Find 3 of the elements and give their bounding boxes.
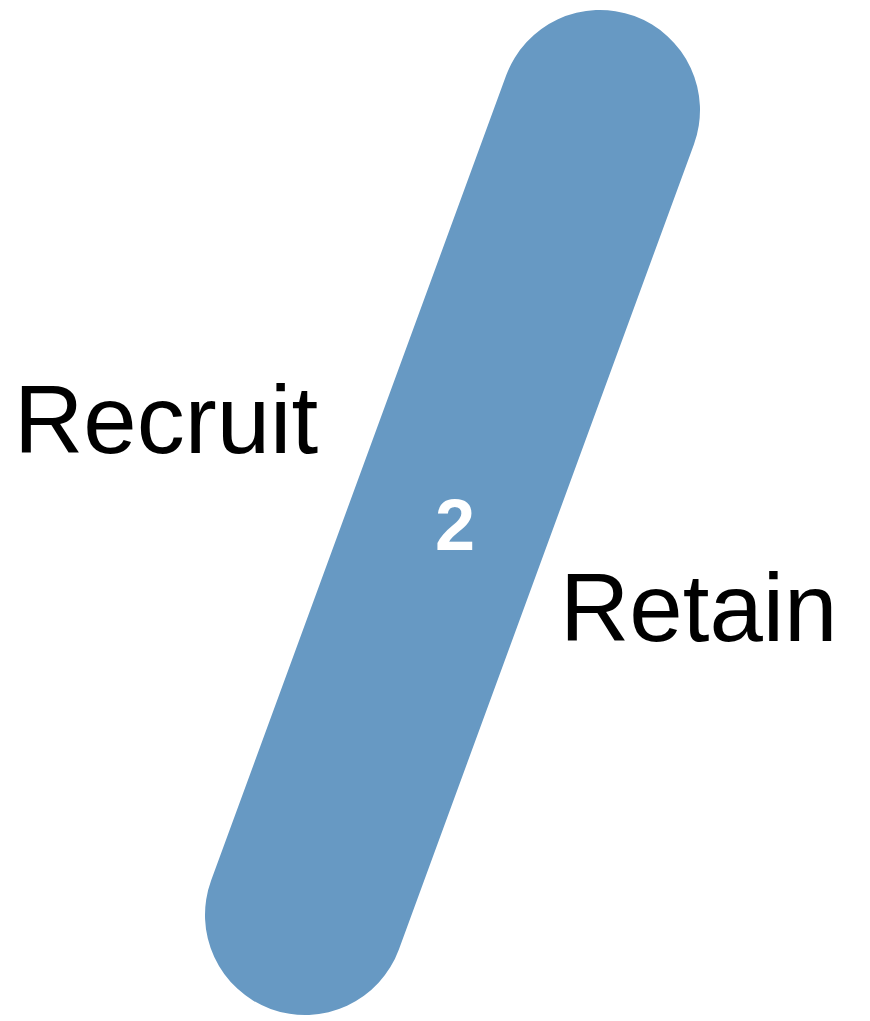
bar-number: 2 <box>435 489 475 561</box>
side-label: Recruit <box>14 372 319 468</box>
side-label: Retain <box>560 560 838 656</box>
